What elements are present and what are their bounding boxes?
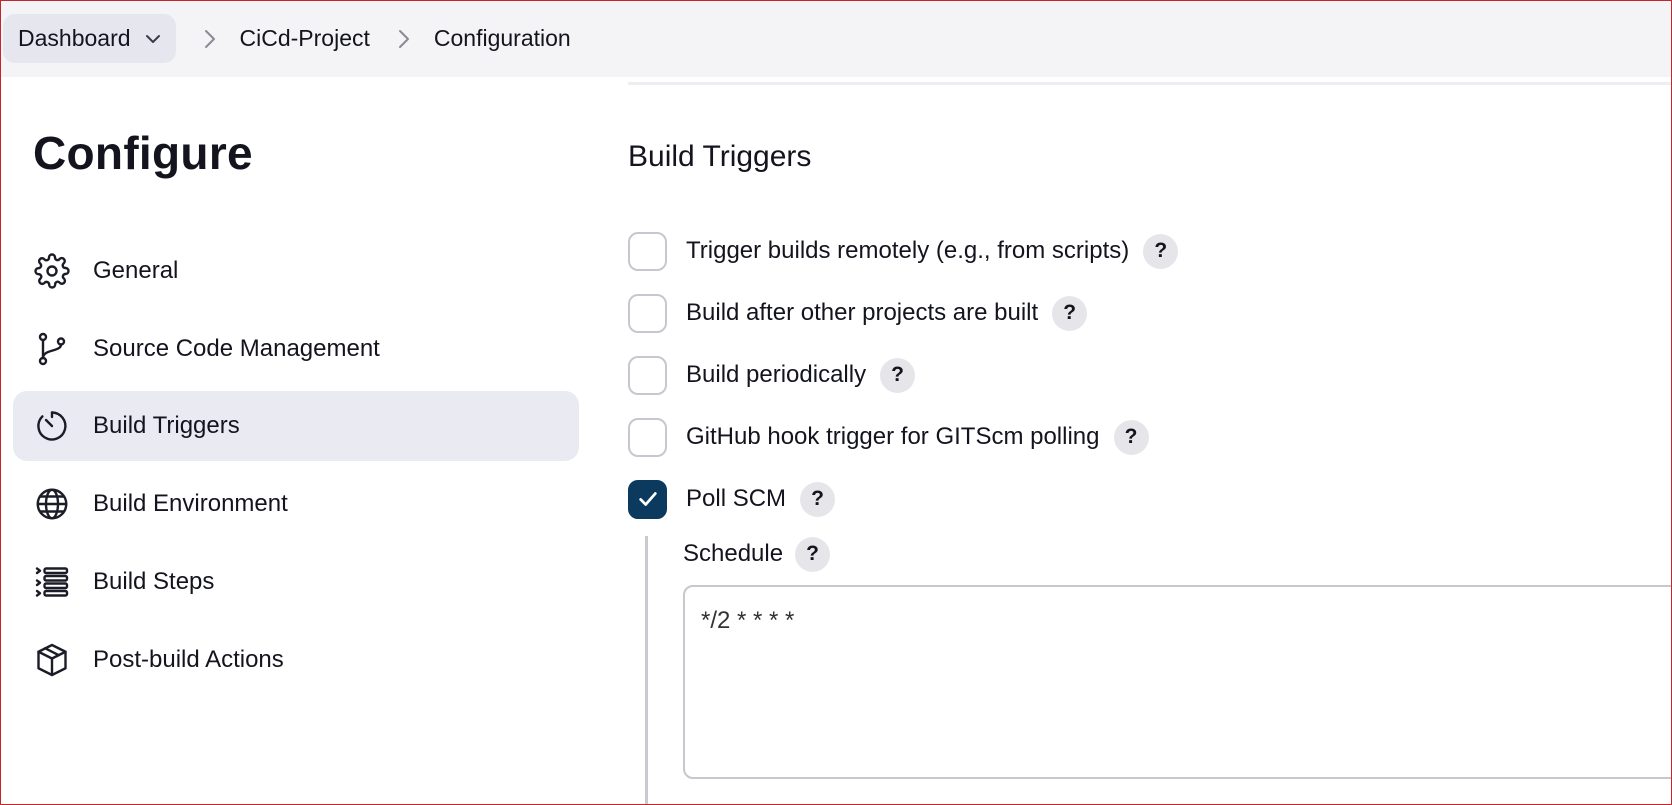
globe-icon (32, 484, 72, 524)
branch-icon (32, 329, 72, 369)
trigger-option-label[interactable]: Build periodically (686, 361, 867, 388)
sidebar-item-post-build-actions[interactable]: Post-build Actions (13, 625, 579, 695)
checkmark-icon (638, 492, 657, 506)
gear-icon (32, 251, 72, 291)
sidebar-item-general[interactable]: General (13, 236, 579, 306)
schedule-input[interactable]: */2 * * * * (683, 585, 1672, 779)
sidebar-item-label: Build Steps (93, 568, 215, 595)
sidebar-item-build-steps[interactable]: Build Steps (13, 547, 579, 617)
sidebar-item-label: Build Triggers (93, 412, 240, 439)
trigger-option-label[interactable]: Poll SCM (686, 485, 787, 512)
sidebar-item-label: Source Code Management (93, 335, 380, 362)
trigger-poll-scm-checkbox[interactable] (628, 479, 667, 519)
chevron-right-icon (398, 29, 409, 48)
help-icon[interactable]: ? (1052, 295, 1088, 331)
trigger-periodically-checkbox[interactable] (628, 355, 667, 395)
trigger-option-github-hook: GitHub hook trigger for GITScm polling ? (628, 417, 1149, 457)
breadcrumb-dashboard[interactable]: Dashboard (3, 14, 176, 63)
schedule-label: Schedule (683, 540, 784, 567)
breadcrumb: Dashboard CiCd-Project Configuration (0, 0, 1672, 77)
trigger-option-after-other-projects: Build after other projects are built ? (628, 293, 1088, 333)
trigger-github-hook-checkbox[interactable] (628, 417, 667, 457)
trigger-option-poll-scm: Poll SCM ? (628, 479, 836, 519)
trigger-after-other-checkbox[interactable] (628, 293, 667, 333)
divider (628, 82, 1672, 85)
breadcrumb-project[interactable]: CiCd-Project (239, 25, 370, 51)
trigger-remote-checkbox[interactable] (628, 231, 667, 271)
sidebar-item-label: Build Environment (93, 490, 288, 517)
trigger-option-remote: Trigger builds remotely (e.g., from scri… (628, 231, 1179, 271)
help-icon[interactable]: ? (1113, 419, 1149, 455)
schedule-label-row: Schedule ? (683, 536, 831, 572)
trigger-option-label[interactable]: Trigger builds remotely (e.g., from scri… (686, 237, 1130, 264)
timer-icon (32, 406, 72, 446)
sidebar-item-label: General (93, 257, 179, 284)
trigger-option-periodically: Build periodically ? (628, 355, 916, 395)
breadcrumb-dashboard-label: Dashboard (18, 25, 131, 51)
help-icon[interactable]: ? (1143, 233, 1179, 269)
sidebar-item-build-environment[interactable]: Build Environment (13, 469, 579, 539)
trigger-option-label[interactable]: GitHub hook trigger for GITScm polling (686, 423, 1100, 450)
help-icon[interactable]: ? (795, 536, 831, 572)
package-icon (32, 640, 72, 680)
list-steps-icon (32, 562, 72, 602)
trigger-option-label[interactable]: Build after other projects are built (686, 299, 1039, 326)
nested-options-line (645, 536, 648, 805)
sidebar-item-label: Post-build Actions (93, 646, 284, 673)
help-icon[interactable]: ? (880, 357, 916, 393)
chevron-down-icon[interactable] (145, 31, 161, 47)
help-icon[interactable]: ? (800, 481, 836, 517)
sidebar-item-source-code-management[interactable]: Source Code Management (13, 314, 579, 384)
page-title: Configure (33, 127, 253, 179)
breadcrumb-configuration[interactable]: Configuration (433, 25, 571, 51)
chevron-right-icon (204, 29, 215, 48)
section-title: Build Triggers (628, 140, 812, 173)
sidebar-item-build-triggers[interactable]: Build Triggers (13, 391, 579, 461)
